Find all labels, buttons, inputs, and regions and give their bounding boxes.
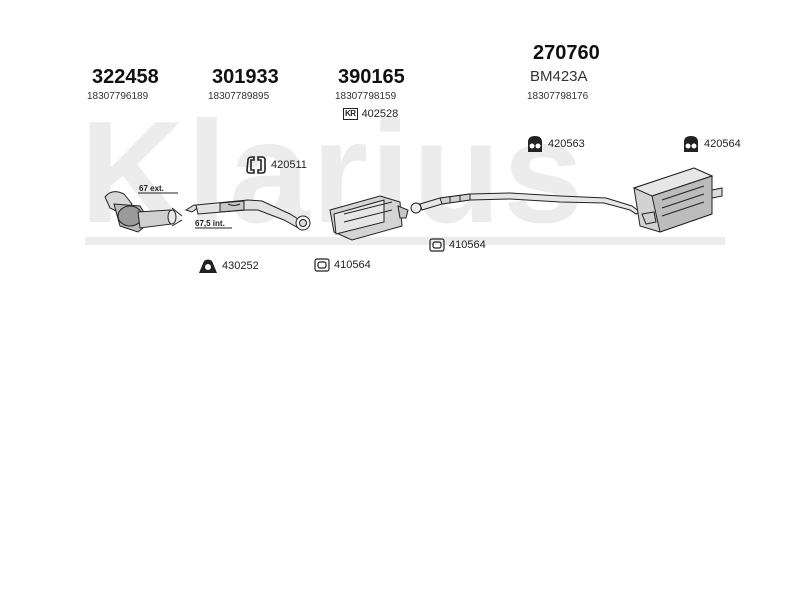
accessory-420563: 420563 <box>526 134 585 154</box>
rubber-mount-icon <box>199 259 217 273</box>
oe-number-rear-silencer: 18307798176 <box>527 91 589 102</box>
accessory-code: 420563 <box>548 138 585 150</box>
sub-number-rear-silencer: BM423A <box>530 68 588 85</box>
oe-number-intermediate: 18307789895 <box>208 91 270 102</box>
part-number-front-pipe: 322458 <box>92 66 159 88</box>
oe-number-catalyst: 18307798159 <box>335 91 397 102</box>
oe-number-front-pipe: 18307796189 <box>87 91 149 102</box>
accessory-code: 410564 <box>334 259 371 271</box>
accessory-code: 430252 <box>222 260 259 272</box>
dimension-int: 67,5 int. <box>195 219 225 228</box>
accessory-402528: KR 402528 <box>343 108 398 120</box>
accessory-420511: 420511 <box>245 156 307 174</box>
accessory-410564-lower: 410564 <box>314 258 371 272</box>
accessory-code: 402528 <box>361 108 399 120</box>
rear-silencer <box>632 167 723 233</box>
part-number-rear-silencer: 270760 <box>533 42 600 64</box>
kit-badge-icon: KR <box>343 108 358 120</box>
front-pipe-catalyst <box>104 191 183 233</box>
rubber-mount-icon <box>528 136 542 152</box>
middle-pipe <box>410 192 641 215</box>
dimension-ext: 67 ext. <box>139 184 164 193</box>
part-number-catalyst: 390165 <box>338 66 405 88</box>
accessory-code: 420564 <box>704 138 741 150</box>
clamp-icon <box>314 258 330 272</box>
accessory-code: 420511 <box>271 159 307 171</box>
clamp-icon <box>429 238 445 252</box>
catalyst <box>329 195 409 241</box>
accessory-410564-center: 410564 <box>429 238 486 252</box>
part-number-intermediate: 301933 <box>212 66 279 88</box>
rubber-mount-icon <box>684 136 698 152</box>
hanger-icon <box>246 156 266 174</box>
accessory-430252: 430252 <box>198 258 259 274</box>
intermediate-pipe <box>184 199 311 231</box>
accessory-code: 410564 <box>449 239 486 251</box>
accessory-420564: 420564 <box>682 134 741 154</box>
